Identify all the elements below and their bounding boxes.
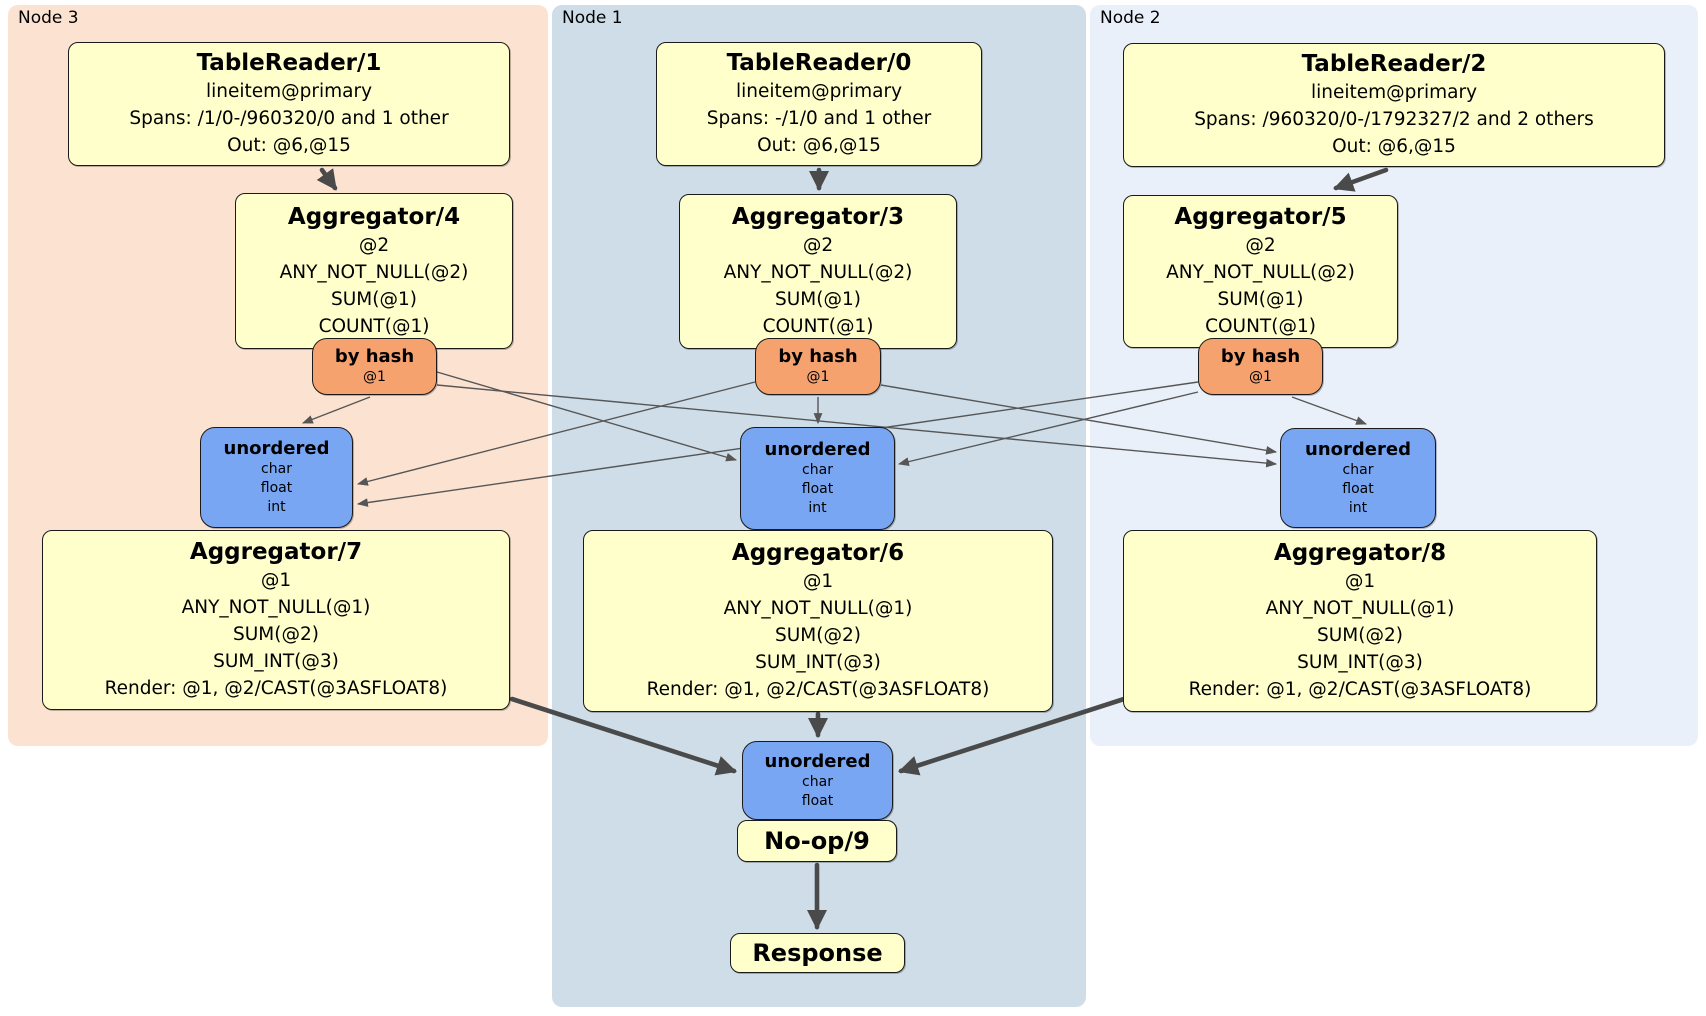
sync-column: int [267,499,286,515]
processor-detail: lineitem@primary [735,81,903,102]
region-label-node2: Node 2 [1100,8,1161,28]
processor-title: Aggregator/6 [731,540,905,566]
region-label-node3: Node 3 [18,8,79,28]
processor-detail: COUNT(@1) [762,316,874,337]
processor-aggregator-8: Aggregator/8 @1 ANY_NOT_NULL(@1) SUM(@2)… [1123,530,1597,712]
router-by-hash-node3: by hash @1 [312,338,437,395]
processor-detail: Spans: /1/0-/960320/0 and 1 other [129,108,449,129]
processor-title: Aggregator/8 [1273,540,1447,566]
processor-detail: ANY_NOT_NULL(@2) [279,261,469,283]
sync-column: char [802,773,833,790]
sync-column: char [1342,461,1374,478]
processor-detail: Render: @1, @2/CAST(@3ASFLOAT8) [1188,679,1532,700]
router-title: by hash [778,346,858,367]
processor-detail: COUNT(@1) [318,315,430,337]
processor-detail: lineitem@primary [1310,82,1478,103]
processor-detail: SUM_INT(@3) [1297,652,1423,673]
processor-detail: SUM(@1) [1217,289,1304,310]
processor-tablereader-2: TableReader/2 lineitem@primary Spans: /9… [1123,43,1665,167]
processor-detail: SUM(@1) [775,289,861,310]
router-by-hash-node2: by hash @1 [1198,338,1323,395]
processor-aggregator-4: Aggregator/4 @2 ANY_NOT_NULL(@2) SUM(@1)… [235,193,513,349]
sync-column: int [1348,499,1368,516]
processor-detail: ANY_NOT_NULL(@2) [1166,262,1355,283]
processor-tablereader-0: TableReader/0 lineitem@primary Spans: -/… [656,42,982,166]
router-key: @1 [806,369,830,385]
processor-aggregator-6: Aggregator/6 @1 ANY_NOT_NULL(@1) SUM(@2)… [583,530,1053,712]
processor-detail: ANY_NOT_NULL(@1) [723,598,913,619]
processor-detail: @2 [802,235,834,256]
processor-detail: Out: @6,@15 [1332,136,1456,157]
sync-unordered-node2: unordered char float int [1280,428,1436,528]
sync-unordered-final: unordered char float [742,741,893,820]
processor-title: Aggregator/7 [189,539,363,565]
router-by-hash-node1: by hash @1 [755,338,881,395]
processor-detail: COUNT(@1) [1205,316,1316,337]
processor-detail: SUM_INT(@3) [213,651,339,672]
processor-detail: SUM(@2) [1317,625,1403,646]
processor-detail: @1 [260,570,292,591]
processor-detail: ANY_NOT_NULL(@1) [1265,598,1455,619]
router-key: @1 [363,369,386,385]
processor-detail: SUM(@1) [331,288,417,310]
sync-column: float [1342,480,1374,497]
processor-title: Aggregator/5 [1174,204,1347,230]
router-key: @1 [1249,369,1272,385]
sync-unordered-node3: unordered char float int [200,427,353,528]
processor-tablereader-1: TableReader/1 lineitem@primary Spans: /1… [68,42,510,166]
processor-detail: ANY_NOT_NULL(@2) [723,262,913,283]
processor-detail: Spans: /960320/0-/1792327/2 and 2 others [1194,109,1594,130]
sync-column: float [801,481,834,497]
processor-noop-9: No-op/9 [737,820,897,862]
sync-title: unordered [764,439,871,460]
processor-aggregator-5: Aggregator/5 @2 ANY_NOT_NULL(@2) SUM(@1)… [1123,195,1398,348]
processor-title: TableReader/1 [196,50,382,76]
processor-detail: @1 [1344,571,1376,592]
sync-title: unordered [764,750,871,772]
region-label-node1: Node 1 [562,8,623,28]
processor-detail: SUM(@2) [233,624,319,645]
processor-aggregator-3: Aggregator/3 @2 ANY_NOT_NULL(@2) SUM(@1)… [679,194,957,349]
sync-title: unordered [1305,438,1411,460]
processor-title: Aggregator/3 [731,204,905,230]
sync-column: int [808,500,827,516]
response-node: Response [730,933,905,973]
sync-column: float [801,792,834,809]
processor-detail: @2 [1245,235,1276,256]
processor-title: Aggregator/4 [287,203,461,230]
processor-title: No-op/9 [764,827,870,855]
sync-column: float [260,480,293,496]
processor-detail: ANY_NOT_NULL(@1) [181,597,371,618]
router-title: by hash [334,346,415,367]
sync-unordered-node1: unordered char float int [740,427,895,530]
processor-aggregator-7: Aggregator/7 @1 ANY_NOT_NULL(@1) SUM(@2)… [42,530,510,710]
processor-detail: Out: @6,@15 [757,135,881,156]
processor-detail: lineitem@primary [205,81,373,102]
response-title: Response [752,939,883,967]
processor-detail: @1 [802,571,834,592]
processor-detail: SUM_INT(@3) [755,652,881,673]
processor-detail: Out: @6,@15 [227,135,351,156]
processor-detail: SUM(@2) [775,625,861,646]
processor-title: TableReader/2 [1301,51,1487,77]
processor-detail: Render: @1, @2/CAST(@3ASFLOAT8) [646,679,990,700]
processor-title: TableReader/0 [726,50,912,76]
router-title: by hash [1220,346,1301,367]
sync-column: char [261,461,292,477]
processor-detail: @2 [358,234,390,256]
tree-edges [316,167,1389,931]
processor-detail: Spans: -/1/0 and 1 other [706,108,932,129]
sync-title: unordered [223,438,330,459]
sync-column: char [802,462,833,478]
processor-detail: Render: @1, @2/CAST(@3ASFLOAT8) [104,678,448,699]
